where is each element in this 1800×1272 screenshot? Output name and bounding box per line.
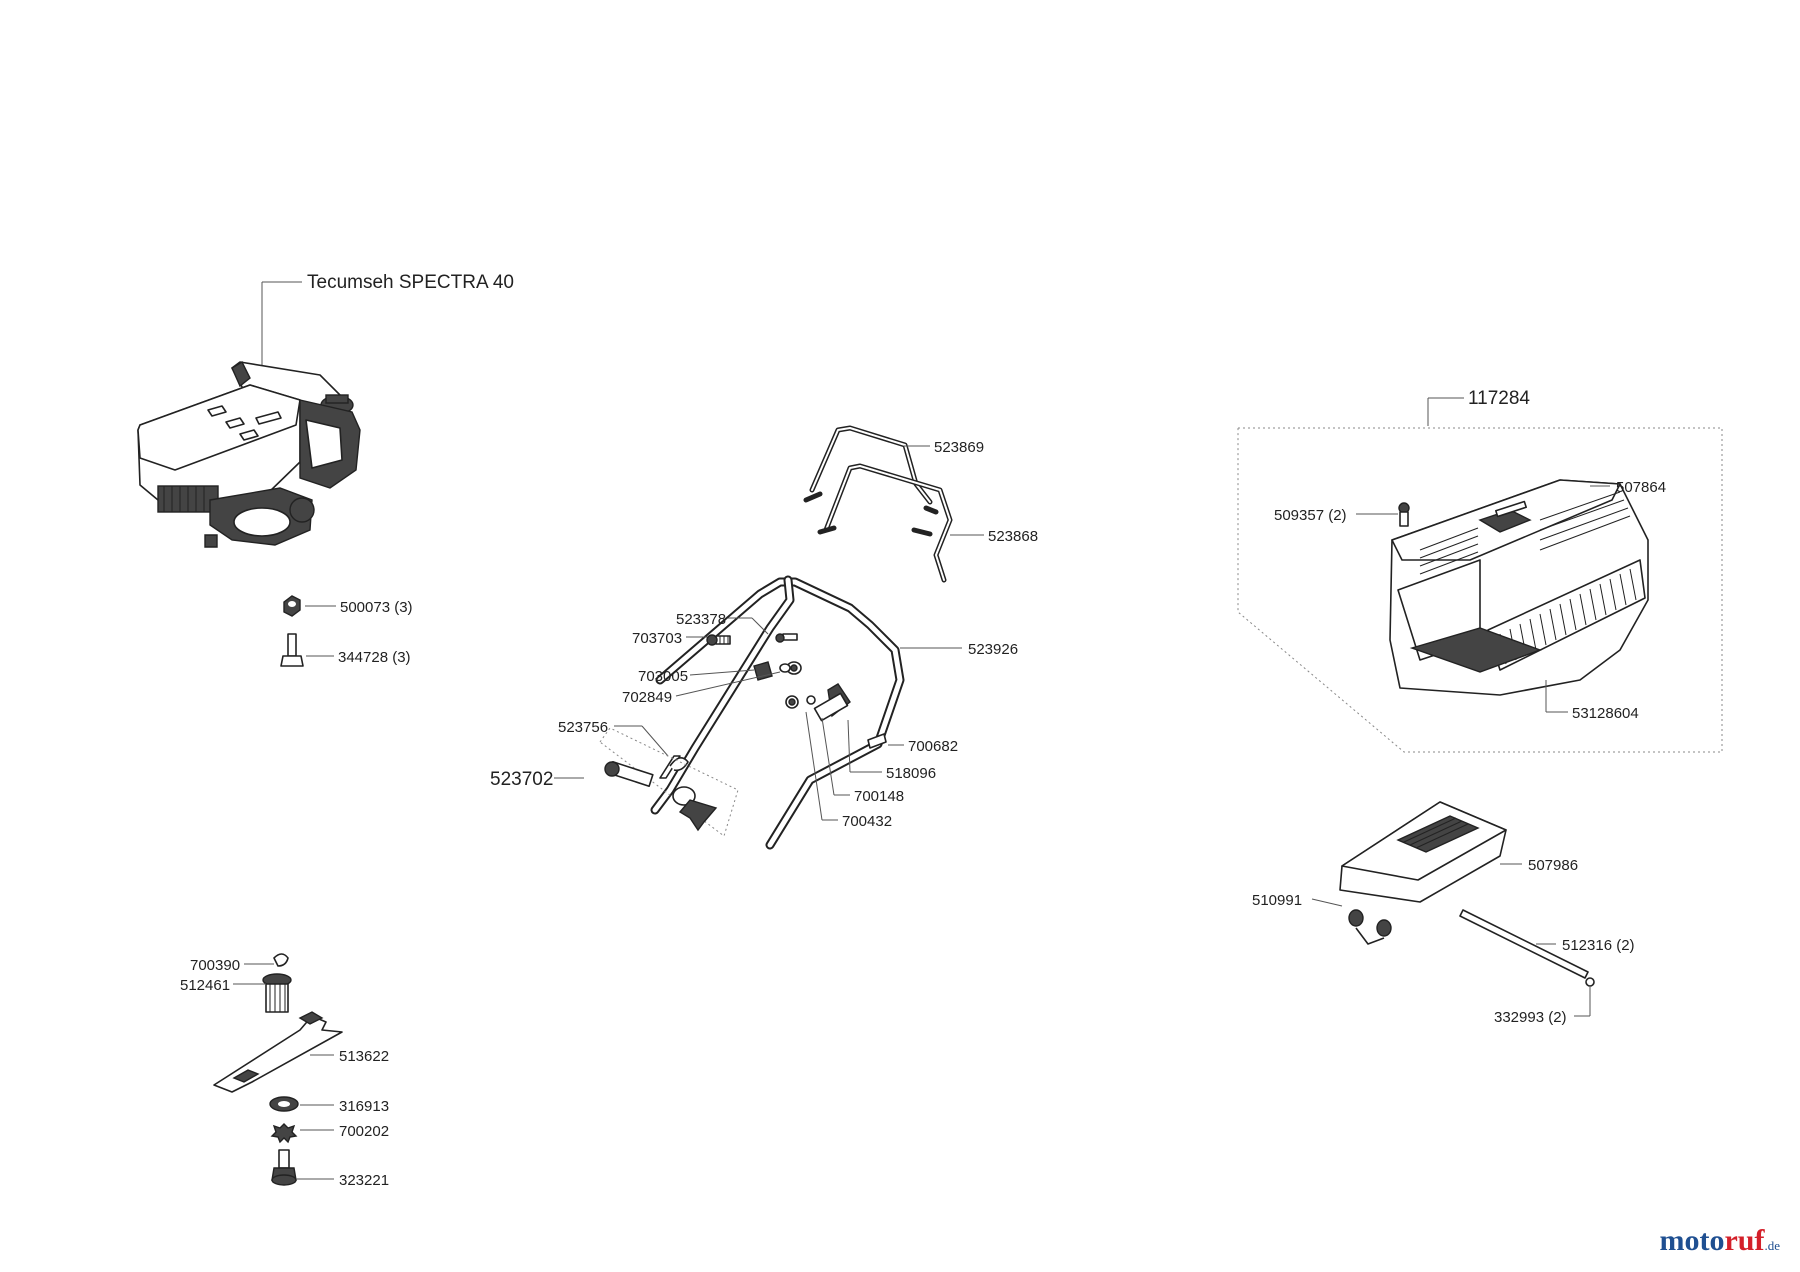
label-512316: 512316 (2) [1562, 937, 1635, 954]
label-344728: 344728 (3) [338, 649, 411, 666]
label-323221: 323221 [339, 1172, 389, 1189]
deflector-flap-drawing [1311, 801, 1595, 1017]
nut-500073-drawing [283, 595, 336, 617]
label-523926: 523926 [968, 641, 1018, 658]
brand-part-3: .de [1764, 1238, 1780, 1253]
brand-logo: motoruf.de [1659, 1224, 1780, 1258]
label-700390: 700390 [190, 957, 240, 974]
bolt-344728-drawing [280, 633, 334, 667]
label-700432: 700432 [842, 813, 892, 830]
engine-drawing [137, 281, 361, 548]
label-53128604: 53128604 [1572, 705, 1639, 722]
label-523756: 523756 [558, 719, 608, 736]
label-703005: 703005 [638, 668, 688, 685]
label-523868: 523868 [988, 528, 1038, 545]
label-700202: 700202 [339, 1123, 389, 1140]
blade-assembly-drawing [213, 953, 343, 1186]
label-523869: 523869 [934, 439, 984, 456]
label-509357: 509357 (2) [1274, 507, 1347, 524]
grass-catcher-drawing [1237, 397, 1723, 753]
label-702849: 702849 [622, 689, 672, 706]
label-700682: 700682 [908, 738, 958, 755]
label-700148: 700148 [854, 788, 904, 805]
label-510991: 510991 [1252, 892, 1302, 909]
label-518096: 518096 [886, 765, 936, 782]
label-523378: 523378 [676, 611, 726, 628]
label-316913: 316913 [339, 1098, 389, 1115]
label-332993: 332993 (2) [1494, 1009, 1567, 1026]
brand-part-2: ruf [1724, 1224, 1765, 1257]
brand-part-1: moto [1659, 1224, 1725, 1257]
label-507864: 507864 [1616, 479, 1666, 496]
label-507986: 507986 [1528, 857, 1578, 874]
handle-assembly-drawing [554, 425, 984, 850]
label-512461: 512461 [180, 977, 230, 994]
label-117284: 117284 [1468, 388, 1530, 409]
label-703703: 703703 [632, 630, 682, 647]
label-500073: 500073 (3) [340, 599, 413, 616]
label-523702: 523702 [490, 769, 553, 790]
label-513622: 513622 [339, 1048, 389, 1065]
label-engine: Tecumseh SPECTRA 40 [307, 272, 514, 293]
